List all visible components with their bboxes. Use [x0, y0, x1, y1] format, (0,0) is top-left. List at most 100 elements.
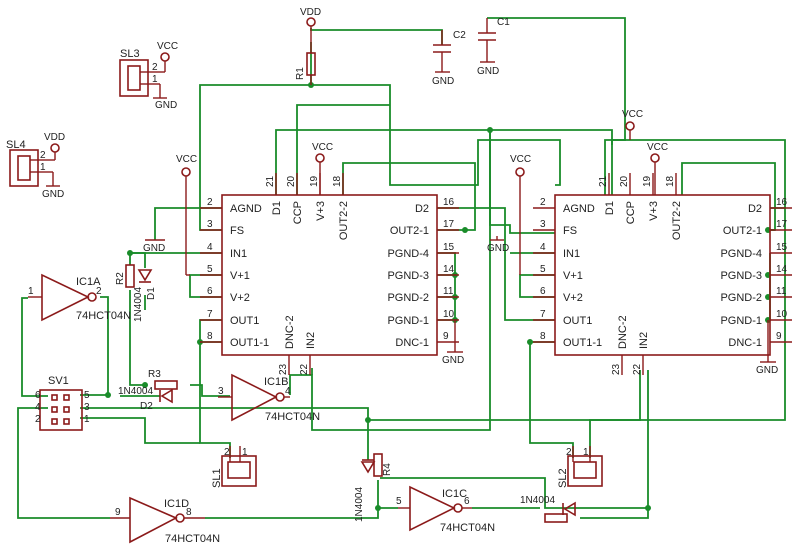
ic1c-pin-out: 6 [464, 496, 470, 507]
pin-label: CCP [625, 201, 637, 224]
ic1b-pin-in: 3 [218, 386, 224, 397]
pin-number: 10 [776, 309, 788, 320]
pin-number: 15 [443, 242, 455, 253]
ic1c-label: IC1C [442, 488, 467, 500]
sl1-pin2: 2 [224, 447, 230, 458]
gnd-label-c1r: GND [442, 355, 464, 366]
pin-number: 14 [443, 264, 455, 275]
pin-number: 21 [265, 175, 276, 187]
diode-d4: 1N4004 [520, 495, 576, 517]
pin-label: CCP [292, 201, 304, 224]
r4-label: R4 [382, 463, 393, 476]
vcc-label-sl3: VCC [157, 41, 178, 52]
diode-d1: D1 1N4004 [133, 269, 157, 322]
pin-number: 23 [611, 363, 622, 375]
r3-label: R3 [148, 369, 161, 380]
ic1d-label: IC1D [164, 498, 189, 510]
ic1c-pin-in: 5 [396, 496, 402, 507]
r2-label: R2 [115, 272, 126, 285]
pin-label: FS [230, 225, 244, 237]
sl2-label: SL2 [557, 468, 569, 488]
resistor-r1: R1 [295, 42, 316, 85]
pin-label: D2 [415, 203, 429, 215]
diode-d3: 1N4004 [354, 459, 376, 522]
pin-number: 21 [598, 175, 609, 187]
sv1-pin2: 2 [35, 414, 41, 425]
pin-label: D1 [271, 201, 283, 215]
vcc-label-c1t: VCC [312, 142, 333, 153]
pin-number: 18 [665, 175, 676, 187]
inverter-ic1b: 3 4 IC1B 74HCT04N [218, 373, 320, 423]
ic1a-pin-out: 2 [96, 286, 102, 297]
pin-label: OUT2-1 [723, 225, 762, 237]
pin-label: PGND-4 [720, 248, 762, 260]
pin-label: V+3 [315, 201, 327, 221]
pin-number: 18 [332, 175, 343, 187]
pin-number: 19 [642, 175, 653, 187]
pin-number: 4 [540, 242, 546, 253]
diode-d2: 1N4004 D2 [118, 386, 173, 412]
connector-sl2: 2 1 SL2 [557, 446, 603, 488]
d1-type: 1N4004 [133, 287, 144, 322]
d4-type: 1N4004 [520, 495, 555, 506]
inverter-ic1c: 5 6 IC1C 74HCT04N [396, 485, 495, 534]
inverter-ic1d: 9 8 IC1D 74HCT04N [110, 496, 220, 545]
sv1-pin5: 5 [84, 390, 90, 401]
vcc-label-c1l: VCC [176, 154, 197, 165]
pin-label: AGND [563, 203, 595, 215]
pin-number: 16 [443, 197, 455, 208]
pin-label: IN2 [638, 332, 650, 349]
ic1a-pin-in: 1 [28, 286, 34, 297]
vdd-label-sl4: VDD [44, 132, 65, 143]
pin-label: AGND [230, 203, 262, 215]
pin-label: V+2 [563, 292, 583, 304]
sl1-label: SL1 [211, 468, 223, 488]
pin-number: 5 [540, 264, 546, 275]
pin-label: OUT2-2 [338, 201, 350, 240]
ic1b-label: IC1B [264, 376, 288, 388]
d2-label: D2 [140, 401, 153, 412]
capacitor-c2: C2 [433, 30, 466, 72]
sv1-pin6: 6 [35, 390, 41, 401]
pin-label: PGND-2 [720, 292, 762, 304]
sv1-pin1: 1 [84, 414, 90, 425]
gnd-label-c2r: GND [756, 365, 778, 376]
pin-label: OUT1 [563, 315, 592, 327]
pin-number: 22 [632, 363, 643, 375]
resistor-r3: R3 [148, 369, 178, 390]
connector-sl3: 2 1 SL3 [119, 48, 158, 97]
pin-label: DNC-1 [395, 337, 429, 349]
pin-label: V+1 [230, 270, 250, 282]
pin-label: IN2 [305, 332, 317, 349]
sv1-pin3: 3 [84, 402, 90, 413]
pin-number: 17 [776, 219, 788, 230]
sl2-pin1: 1 [583, 447, 589, 458]
pin-number: 10 [443, 309, 455, 320]
driver-chip-1: 2AGND3FS4IN15V+16V+27OUT18OUT1-116D217OU… [200, 173, 459, 375]
pin-number: 17 [443, 219, 455, 230]
ic1a-type: 74HCT04N [76, 310, 131, 322]
pin-number: 7 [540, 309, 546, 320]
pin-number: 22 [299, 363, 310, 375]
pin-number: 9 [776, 331, 782, 342]
pin-number: 19 [309, 175, 320, 187]
pin-number: 20 [286, 175, 297, 187]
vcc-label-c2t1: VCC [622, 109, 643, 120]
gnd-label-sl3: GND [155, 100, 177, 111]
pin-label: PGND-1 [387, 315, 429, 327]
pin-number: 9 [443, 331, 449, 342]
capacitor-c1: C1 [478, 17, 510, 62]
pin-label: PGND-2 [387, 292, 429, 304]
pin-number: 5 [207, 264, 213, 275]
sl2-pin2: 2 [566, 447, 572, 458]
pin-label: PGND-3 [720, 270, 762, 282]
ic1a-label: IC1A [76, 276, 101, 288]
sl1-pin1: 1 [242, 447, 248, 458]
sl4-pin1: 1 [40, 162, 46, 173]
sl4-label: SL4 [6, 139, 26, 151]
pin-label: V+3 [648, 201, 660, 221]
pin-number: 14 [776, 264, 788, 275]
vdd-label: VDD [300, 7, 321, 18]
c1-label: C1 [497, 17, 510, 28]
pin-label: D2 [748, 203, 762, 215]
